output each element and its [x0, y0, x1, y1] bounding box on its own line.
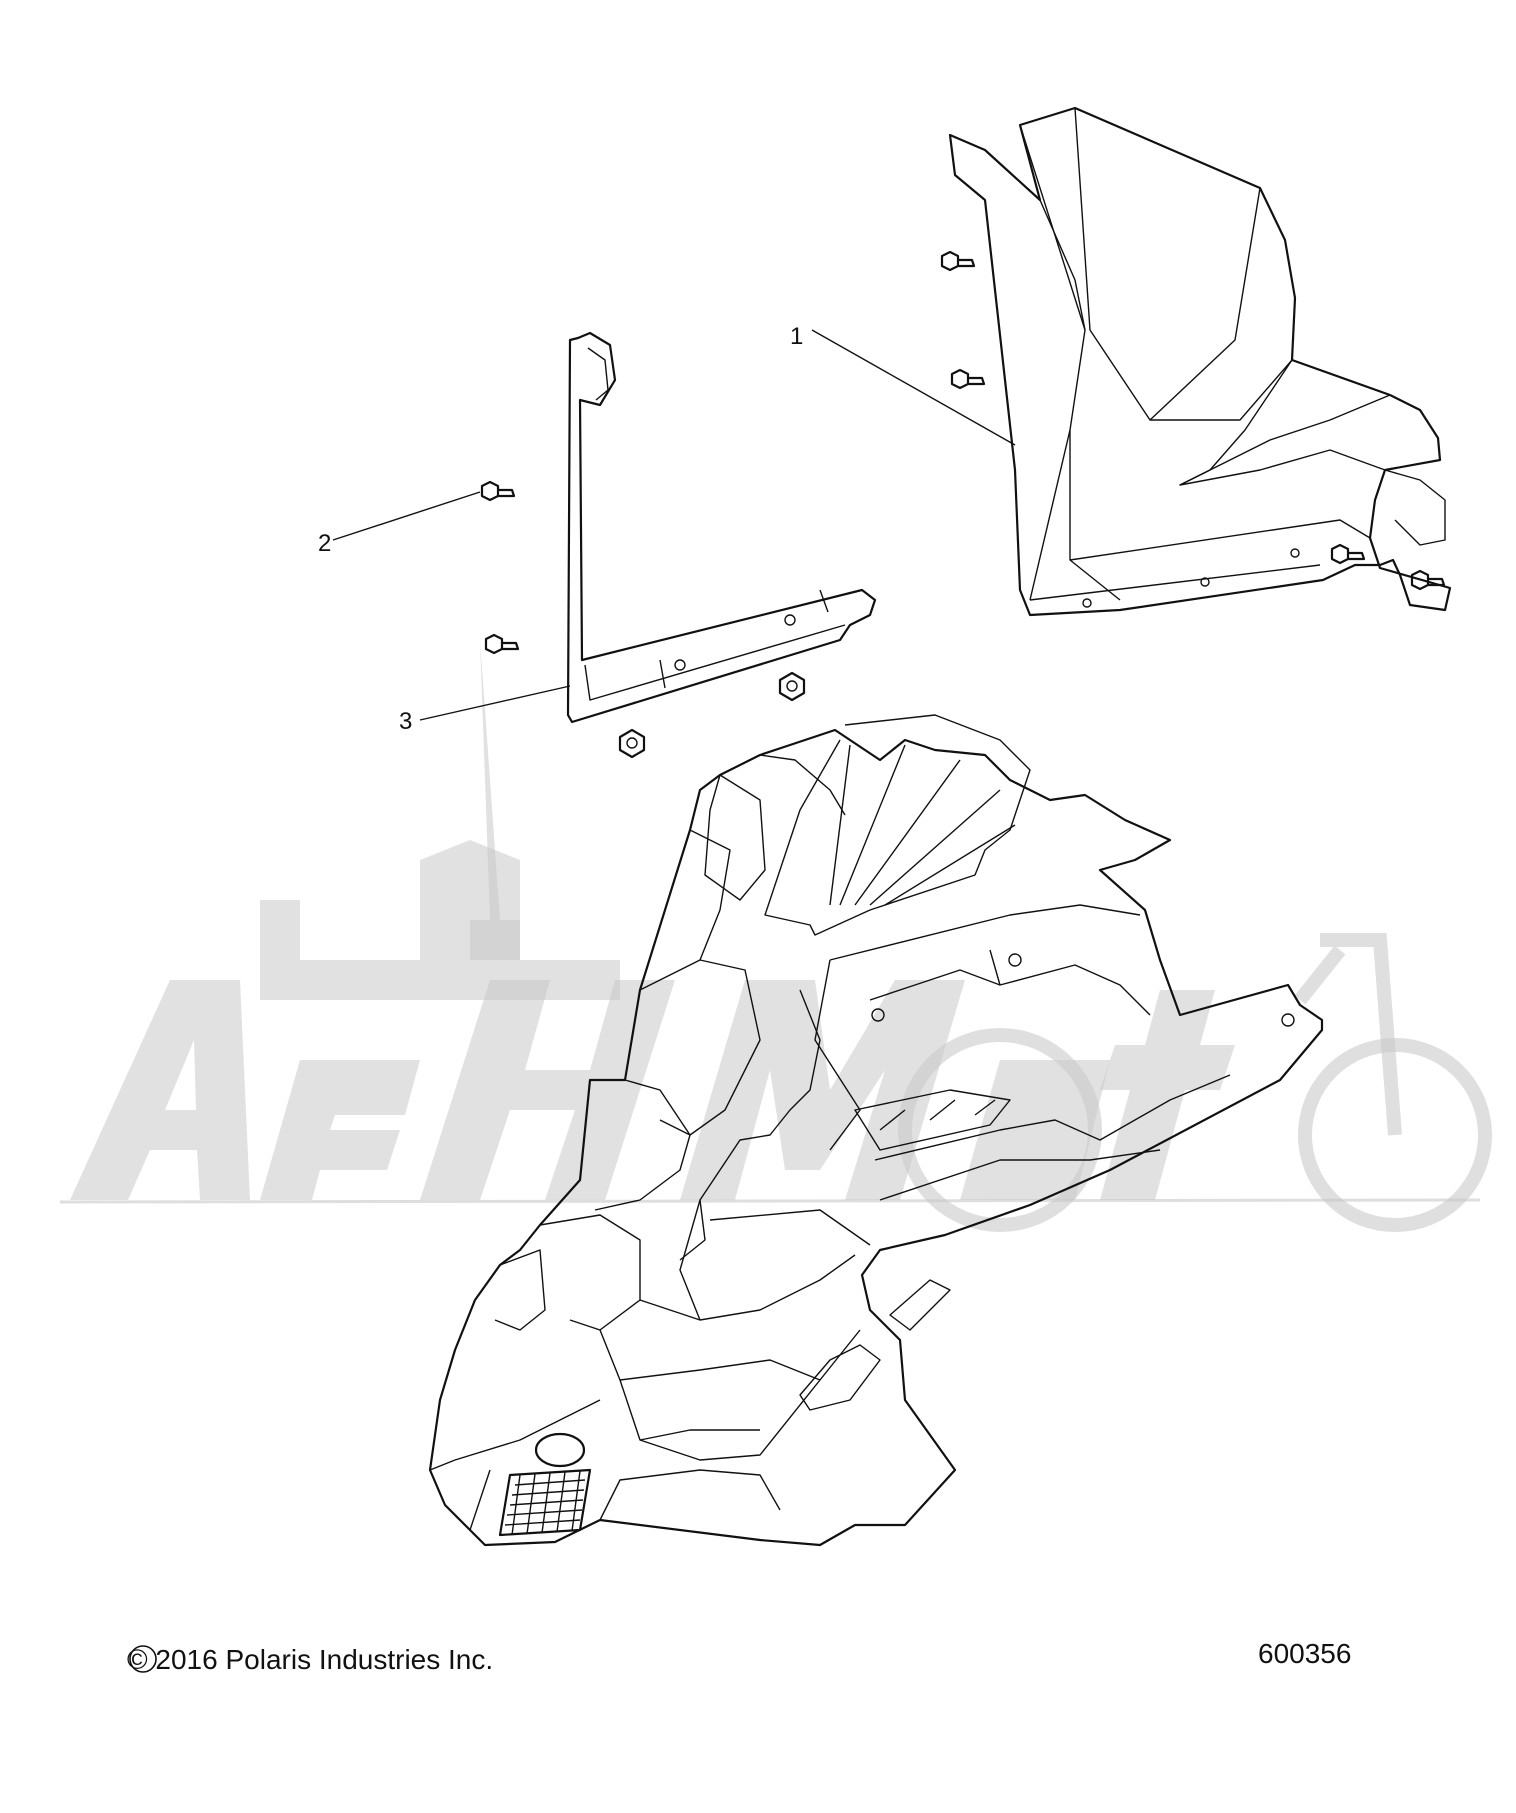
leader-line-2 — [332, 491, 481, 541]
watermark-wheel-left — [898, 1028, 1102, 1232]
fastener-group — [480, 250, 1446, 759]
watermark-letter-m — [680, 980, 965, 1200]
callout-label-3: 3 — [399, 708, 413, 735]
drawing-number: 600356 — [1258, 1638, 1352, 1669]
leader-line-3 — [419, 685, 571, 721]
watermark-letter-e — [260, 1060, 420, 1200]
fastener-icon — [1330, 543, 1366, 565]
fastener-icon — [950, 368, 986, 390]
leader-line-1 — [811, 329, 1016, 446]
nut-icon — [778, 671, 806, 702]
windshield-part-1 — [948, 106, 1452, 617]
fastener-icon — [480, 480, 516, 502]
fastener-icon — [484, 633, 520, 655]
watermark-letter-h — [420, 980, 675, 1200]
callout-label-1: 1 — [790, 323, 804, 350]
copyright-text: © 2016 Polaris Industries Inc. — [127, 1644, 494, 1675]
watermark-letter-o — [960, 1060, 1110, 1200]
fastener-icon — [1410, 569, 1446, 591]
watermark-moto-frame — [1294, 933, 1402, 1136]
callout-label-2: 2 — [318, 530, 332, 557]
copyright-circle-icon — [129, 1645, 157, 1673]
nut-icon — [618, 728, 646, 759]
fastener-icon — [940, 250, 976, 272]
watermark-logo — [59, 640, 1492, 1232]
hood-body-panel — [428, 714, 1324, 1547]
watermark-castle — [260, 840, 620, 1000]
trim-part-3 — [566, 331, 877, 724]
watermark-letter-a — [70, 980, 250, 1200]
watermark-letter-t — [1100, 990, 1235, 1200]
